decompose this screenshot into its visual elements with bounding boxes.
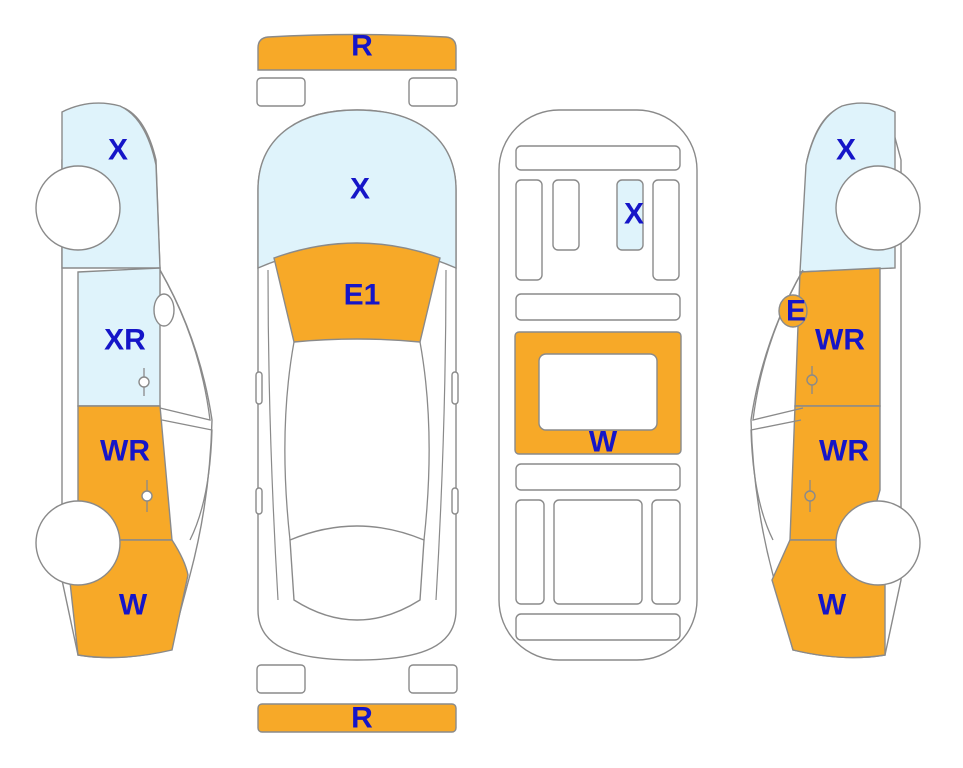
right-window-line	[752, 269, 804, 421]
right-rear-wheel	[835, 500, 921, 586]
sunroof-glass	[538, 353, 658, 431]
roof-lower-bar	[515, 463, 681, 491]
left-handle-front-knob	[138, 376, 150, 388]
left-window-lower	[161, 419, 213, 541]
left-window-line	[159, 269, 211, 421]
right-handle-2	[451, 487, 459, 515]
front-bumper-part[interactable]	[257, 33, 457, 71]
roof-top-bar	[515, 145, 681, 171]
trunk-left-slot	[515, 499, 545, 605]
right-front-fender-label: X	[836, 134, 856, 167]
left-rear-quarter-label: W	[119, 589, 148, 622]
left-handle-rear-knob	[141, 490, 153, 502]
left-mirror	[153, 293, 175, 327]
cabin-left-line	[284, 341, 295, 541]
right-front-wheel	[835, 165, 921, 251]
right-mirror-label: E	[786, 295, 806, 328]
right-window-lower	[750, 419, 802, 541]
roof-view	[498, 109, 698, 661]
left-pillar-line	[267, 269, 279, 601]
left-rear-door-label: WR	[100, 435, 150, 468]
left-front-wheel	[35, 165, 121, 251]
front-right-light	[408, 77, 458, 107]
roof-main-label: W	[589, 426, 618, 459]
roof-panel-label: X	[624, 198, 644, 231]
trunk-right-slot	[651, 499, 681, 605]
right-handle-front-knob	[806, 374, 818, 386]
roof-panel-part[interactable]	[616, 179, 644, 251]
rear-left-light	[256, 664, 306, 694]
right-side-view	[750, 102, 921, 659]
windshield-part[interactable]	[273, 242, 441, 343]
left-front-door-label: XR	[104, 324, 146, 357]
left-front-fender-label: X	[108, 134, 128, 167]
right-front-door-label: WR	[815, 324, 865, 357]
right-handle-rear-knob	[804, 490, 816, 502]
left-rear-wheel	[35, 500, 121, 586]
right-rear-door-label: WR	[819, 435, 869, 468]
cabin-right-line	[419, 341, 430, 541]
windshield-label: E1	[344, 279, 381, 312]
rear-bumper-part[interactable]	[257, 703, 457, 733]
hood-label: X	[350, 173, 370, 206]
left-side-view	[35, 102, 213, 659]
rear-bumper-label: R	[351, 702, 373, 735]
labels: R X E1 R X W X XR WR W X E WR WR W	[100, 30, 869, 735]
right-rear-quarter-label: W	[818, 589, 847, 622]
front-bumper-label: R	[351, 30, 373, 63]
right-handle-1	[451, 371, 459, 405]
front-left-light	[256, 77, 306, 107]
right-pillar-line	[435, 269, 447, 601]
roof-bottom-bar	[515, 613, 681, 641]
rear-window	[289, 525, 425, 621]
right-mirror-part[interactable]	[778, 294, 808, 328]
roof-right-slot	[652, 179, 680, 281]
roof-left-slot	[515, 179, 543, 281]
rear-right-light	[408, 664, 458, 694]
left-handle-1	[255, 371, 263, 405]
roof-mid-bar	[515, 293, 681, 321]
top-view	[255, 33, 459, 733]
roof-inner-left-slot	[552, 179, 580, 251]
left-handle-2	[255, 487, 263, 515]
trunk-center	[553, 499, 643, 605]
